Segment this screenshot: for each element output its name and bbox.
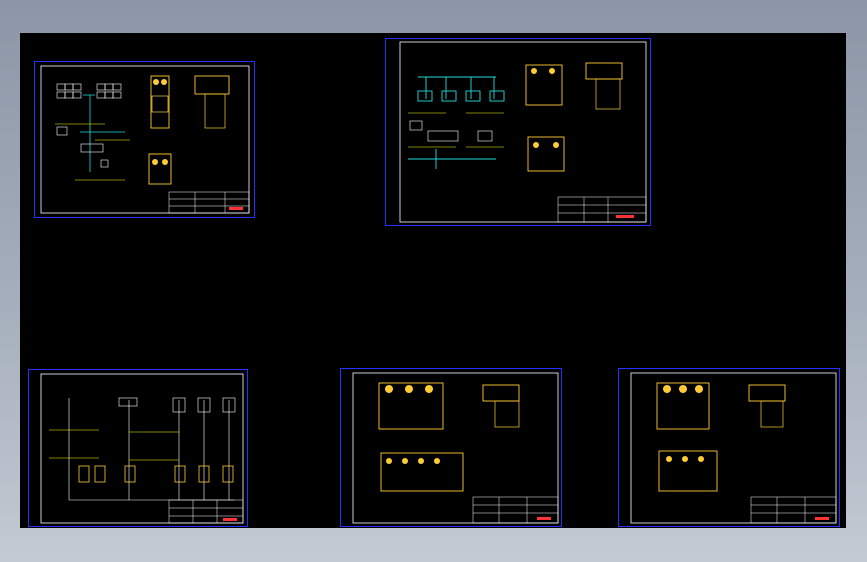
drawing-sheet-2[interactable] bbox=[385, 38, 651, 226]
sheet-3-drawing bbox=[40, 373, 244, 524]
drawing-sheet-5[interactable] bbox=[618, 368, 840, 527]
drawing-viewport[interactable] bbox=[20, 33, 846, 528]
sheet-1-drawing bbox=[40, 65, 250, 214]
sheet-5-drawing bbox=[630, 372, 837, 524]
drawing-sheet-4[interactable] bbox=[340, 368, 562, 527]
sheet-4-drawing bbox=[352, 372, 559, 524]
drawing-sheet-1[interactable] bbox=[34, 61, 255, 218]
drawing-sheet-3[interactable] bbox=[28, 369, 248, 527]
sheet-2-drawing bbox=[399, 41, 647, 223]
